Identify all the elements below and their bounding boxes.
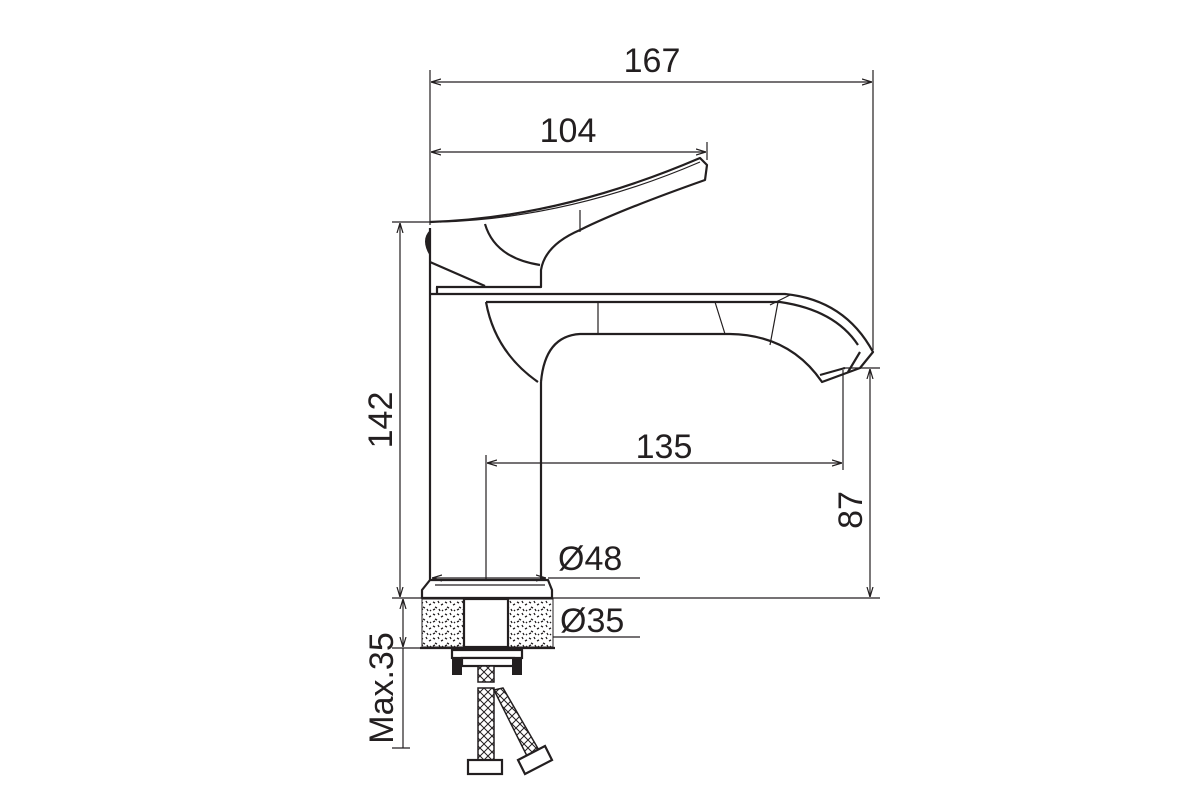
faucet-body — [420, 156, 875, 600]
dim-base-diameter: Ø48 — [558, 540, 622, 578]
dim-overall-height: 142 — [362, 392, 400, 449]
dim-hole-diameter: Ø35 — [560, 602, 624, 640]
countertop-section — [420, 597, 555, 650]
handle-cap-icon — [425, 230, 430, 256]
hose-1 — [477, 687, 495, 761]
dim-spout-reach: 135 — [636, 428, 693, 466]
dimension-lines — [400, 82, 872, 748]
dim-handle-length: 104 — [540, 112, 597, 150]
dim-spout-height: 87 — [832, 491, 870, 529]
mounting-hardware — [450, 648, 554, 776]
hose-2 — [492, 687, 542, 760]
dim-max-thickness: Max.35 — [363, 632, 401, 744]
dim-overall-length: 167 — [624, 42, 681, 80]
